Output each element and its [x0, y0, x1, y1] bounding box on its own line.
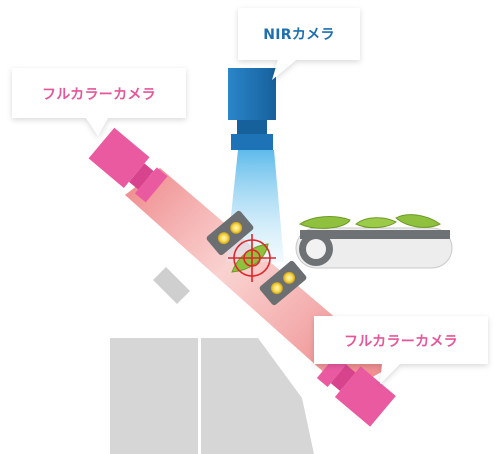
- camera-lens: [134, 167, 168, 203]
- conveyor-roller-hub: [306, 239, 326, 259]
- camera-neck: [128, 163, 154, 190]
- machine-base: [110, 267, 314, 454]
- nir-camera-lens: [231, 134, 273, 150]
- nir-camera-callout: [238, 8, 360, 80]
- light-unit-housing: [206, 210, 254, 256]
- nir-camera-label: NIRカメラ: [263, 27, 335, 43]
- camera-body: [334, 366, 396, 427]
- nir-camera-body: [228, 68, 276, 120]
- camera-neck: [330, 364, 356, 391]
- soybean-pod: [395, 214, 441, 228]
- light-unit-upper: [206, 210, 254, 256]
- nir-light-beam: [226, 150, 284, 262]
- light-led: [230, 221, 243, 234]
- nir-camera: [228, 68, 276, 150]
- full-color-camera-bottom-callout: [314, 316, 488, 384]
- light-unit-housing: [259, 260, 307, 306]
- light-led: [217, 232, 230, 245]
- light-led: [270, 282, 283, 295]
- soybean-pod: [298, 216, 351, 229]
- callout-bubble: [238, 8, 360, 80]
- full-color-camera-top-callout: [12, 68, 186, 136]
- machine-block-right: [201, 338, 314, 454]
- callout-bubble: [12, 68, 186, 136]
- soybean-pods: [298, 214, 441, 229]
- machine-shutter: [153, 267, 190, 304]
- conveyor: [295, 227, 453, 269]
- full-color-camera-top: [88, 127, 168, 203]
- full-color-camera-top-label: フルカラーカメラ: [42, 87, 156, 103]
- callout-bubble: [314, 316, 488, 384]
- full-color-camera-bottom-label: フルカラーカメラ: [344, 334, 458, 350]
- target-reticle: [228, 234, 276, 282]
- machine-block-left: [110, 338, 198, 454]
- conveyor-belt-top: [300, 230, 450, 239]
- light-unit-lower: [259, 260, 307, 306]
- nir-camera-neck: [237, 120, 267, 134]
- camera-body: [88, 127, 150, 188]
- soybean-pod: [355, 217, 397, 229]
- light-led: [283, 271, 296, 284]
